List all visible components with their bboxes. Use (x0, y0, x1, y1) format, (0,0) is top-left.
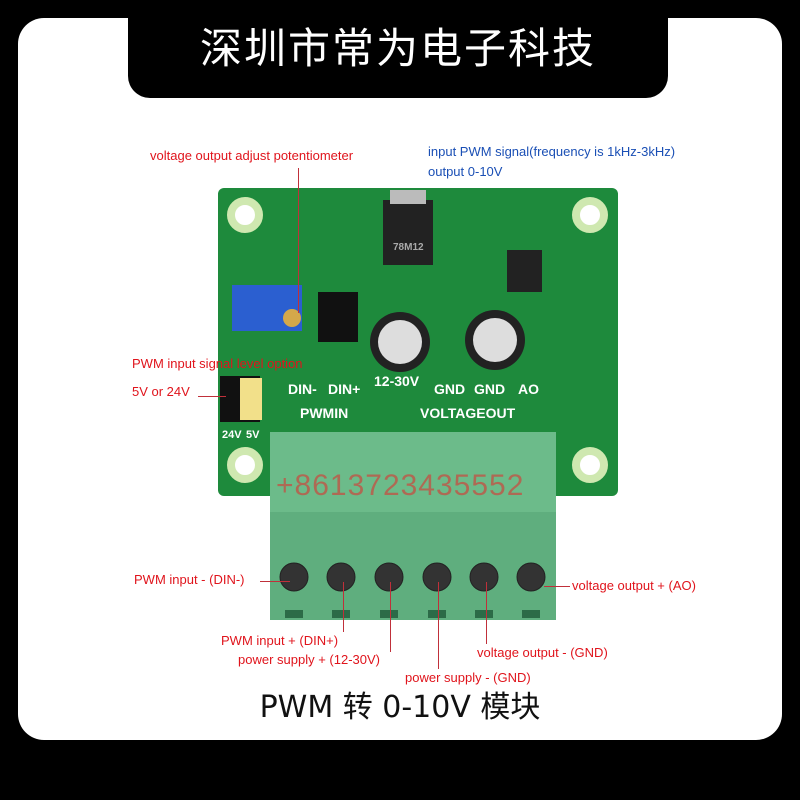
label-potentiometer: voltage output adjust potentiometer (150, 148, 354, 163)
silk-voltageout: VOLTAGEOUT (420, 405, 516, 421)
regulator-78m12 (383, 200, 433, 265)
label-output-range: output 0-10V (428, 164, 503, 179)
label-power-plus: power supply + (12-30V) (238, 652, 380, 667)
label-level-option: PWM input signal level option (132, 356, 303, 371)
optocoupler (318, 292, 358, 342)
silk-5v: 5V (246, 429, 260, 441)
label-vout-minus: voltage output - (GND) (477, 645, 608, 660)
silk-ao: AO (518, 381, 539, 397)
label-din-plus: PWM input + (DIN+) (221, 633, 339, 648)
silk-78m12: 78M12 (393, 242, 424, 253)
label-din-minus: PWM input - (DIN-) (134, 572, 245, 587)
watermark: +8613723435552 (276, 469, 525, 502)
silk-24v: 24V (222, 429, 242, 441)
silk-gnd-1: GND (434, 381, 465, 397)
label-vout-plus: voltage output + (AO) (572, 578, 696, 593)
label-input-signal: input PWM signal(frequency is 1kHz-3kHz) (428, 144, 676, 159)
silk-gnd-2: GND (474, 381, 505, 397)
label-level-values: 5V or 24V (132, 384, 190, 399)
product-caption: PWM 转 0-10V 模块 (259, 690, 541, 725)
company-banner: 深圳市常为电子科技 (128, 0, 668, 98)
label-power-minus: power supply - (GND) (405, 670, 531, 685)
silk-din-minus: DIN- (288, 381, 317, 397)
mounting-holes (227, 197, 608, 483)
terminal-screws (279, 562, 546, 592)
silk-din-plus: DIN+ (328, 381, 360, 397)
silk-12-30v: 12-30V (374, 373, 420, 389)
silk-pwmin: PWMIN (300, 405, 348, 421)
